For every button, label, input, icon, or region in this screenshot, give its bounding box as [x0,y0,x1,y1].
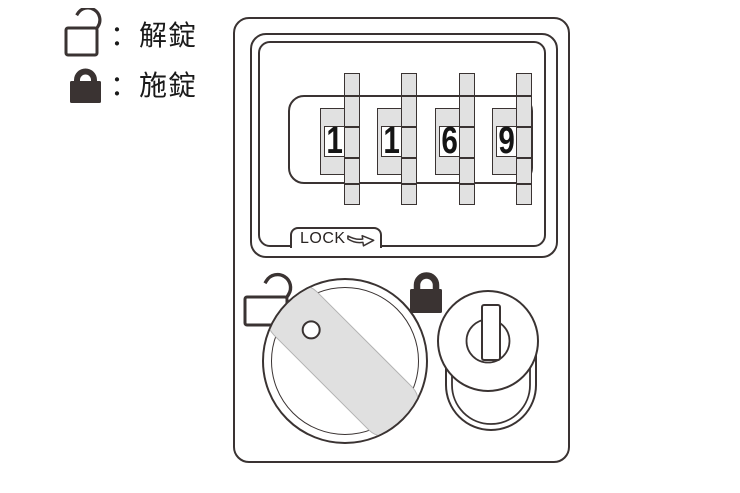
keyhole-icon [481,304,501,361]
thumbwheel[interactable] [459,73,475,205]
locked-state-icon padlock-closed-icon [410,272,442,313]
knob-inner-ring [271,287,419,435]
digit-display: 9 [496,120,517,162]
dial-wheel-4[interactable]: 9 [492,0,532,210]
dial-wheel-2[interactable]: 1 [377,0,417,210]
padlock-closed-icon [70,68,101,103]
dial-wheel-1[interactable]: 1 [320,0,360,210]
dial-wheel-3[interactable]: 6 [435,0,475,210]
lock-tab: LOCK [290,227,382,248]
digit-value: 1 [383,120,400,162]
key-cylinder[interactable] [433,286,543,436]
lock-tab-label: LOCK [300,230,346,247]
thumbwheel[interactable] [401,73,417,205]
thumb-turn-knob[interactable] [262,278,428,444]
legend-unlocked-label: ：解錠 [110,20,198,51]
digit-value: 6 [441,120,458,162]
digit-display: 1 [324,120,345,162]
digit-value: 1 [326,120,343,162]
padlock-open-icon [64,8,102,57]
digit-value: 9 [498,120,515,162]
digit-frame: 6 [435,108,462,175]
digit-display: 1 [381,120,402,162]
digit-display: 6 [439,120,460,162]
thumbwheel[interactable] [516,73,532,205]
digit-frame: 1 [377,108,404,175]
legend-locked-label: ：施錠 [110,70,198,101]
curved-right-arrow-icon [346,234,375,247]
lever-hole [297,316,325,344]
digit-frame: 9 [492,108,519,175]
legend: ：解錠 ：施錠 [58,8,238,108]
thumbwheel[interactable] [344,73,360,205]
digit-frame: 1 [320,108,347,175]
